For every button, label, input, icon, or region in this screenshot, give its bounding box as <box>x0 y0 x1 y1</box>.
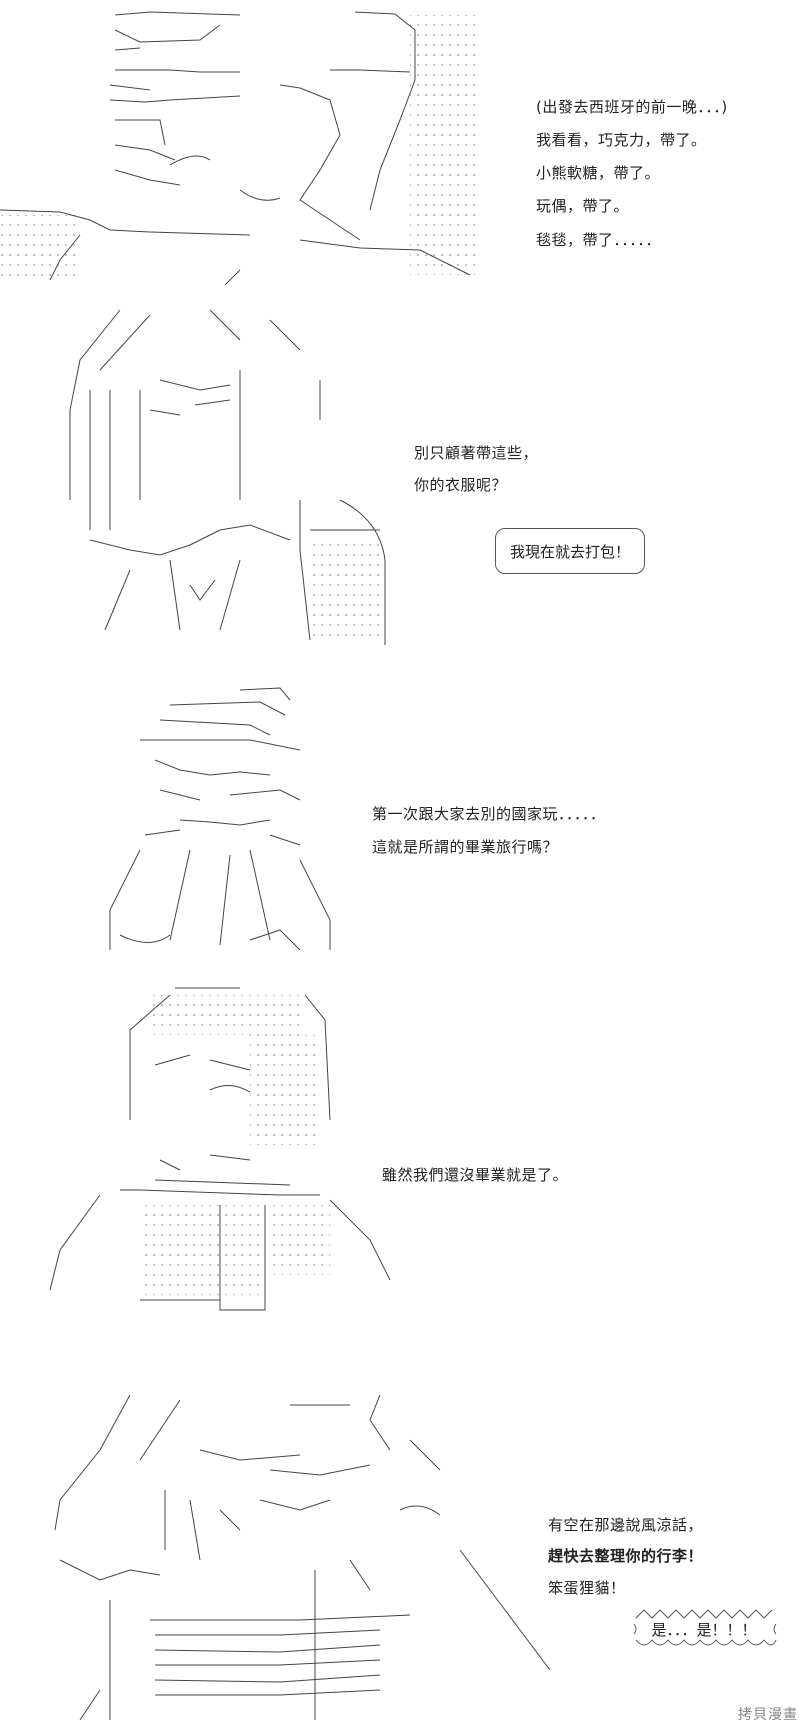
dialogue-line: 別只顧著帶這些， <box>414 444 539 462</box>
spiky-bubble-outline <box>633 1609 777 1646</box>
shout-text: 是．．．是！！！ <box>651 1620 757 1639</box>
dialogue-line: 趕快去整理你的行李！ <box>548 1547 704 1565</box>
ascii-art-girl-hugging-plush <box>0 0 480 286</box>
dialogue-line: 有空在那邊說風涼話， <box>548 1516 704 1534</box>
ascii-art-girl-with-bob-hair <box>0 300 400 670</box>
ascii-art-sleeping-girl <box>100 680 350 955</box>
dialogue-line: 你的衣服呢？ <box>414 476 508 494</box>
dialogue-line: (出發去西班牙的前一晚．．．) <box>536 98 728 116</box>
ascii-art-angry-girl-pointing <box>40 1390 560 1724</box>
ascii-art-smiling-girl <box>40 980 410 1370</box>
shout-bubble: 是．．．是！！！ <box>630 1606 778 1652</box>
dialogue-line: 小熊軟糖，帶了。 <box>536 164 661 182</box>
dialogue-line: 毯毯，帶了．．．．． <box>536 231 662 249</box>
dialogue-line: 我看看，巧克力，帶了。 <box>536 131 707 149</box>
dialogue-line: 雖然我們還沒畢業就是了。 <box>382 1166 569 1184</box>
dialogue-line: 第一次跟大家去別的國家玩．．．．． <box>372 805 606 823</box>
dialogue-line: 玩偶，帶了。 <box>536 197 630 215</box>
dialogue-line: 這就是所謂的畢業旅行嗎？ <box>372 838 559 856</box>
dialogue-line: 笨蛋狸貓！ <box>548 1579 626 1597</box>
speech-bubble-text: 我現在就去打包！ <box>509 542 630 561</box>
watermark: 拷貝漫畫 <box>738 1707 798 1723</box>
speech-bubble: 我現在就去打包！ <box>495 528 645 574</box>
